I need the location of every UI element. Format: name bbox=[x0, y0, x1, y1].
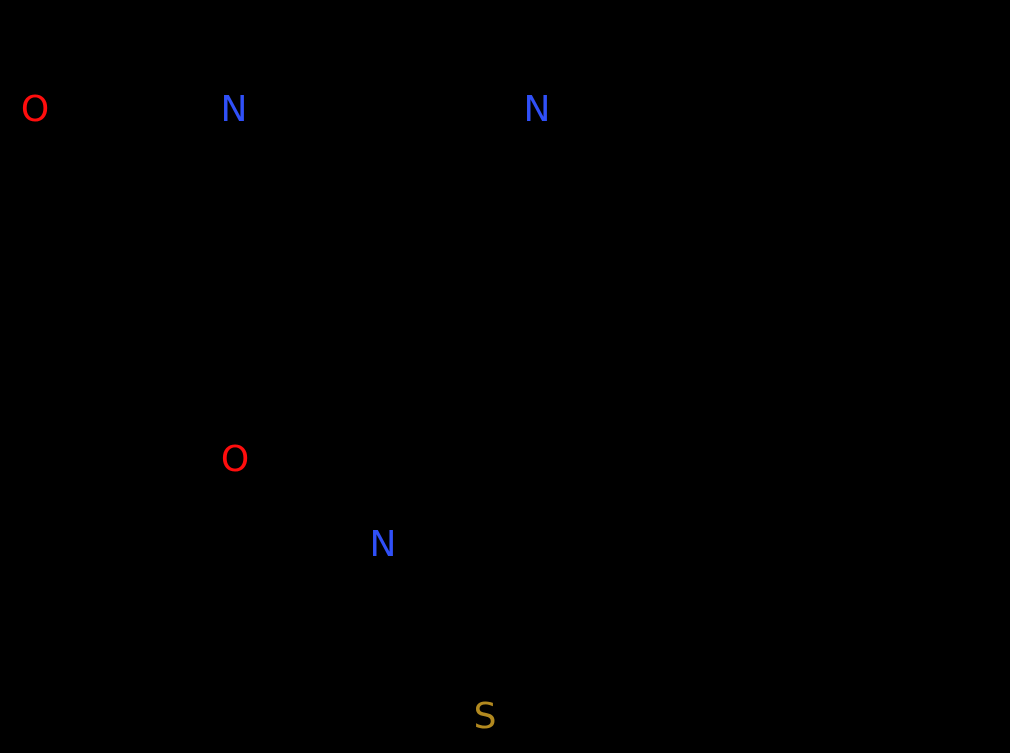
atom-oxygen-1: O bbox=[20, 89, 50, 130]
atom-sulfur: S bbox=[473, 696, 497, 737]
atom-nitrogen-1: N bbox=[220, 89, 248, 130]
atom-oxygen-2: O bbox=[220, 439, 250, 480]
atom-nitrogen-3: N bbox=[369, 524, 397, 565]
atom-nitrogen-2: N bbox=[523, 89, 551, 130]
